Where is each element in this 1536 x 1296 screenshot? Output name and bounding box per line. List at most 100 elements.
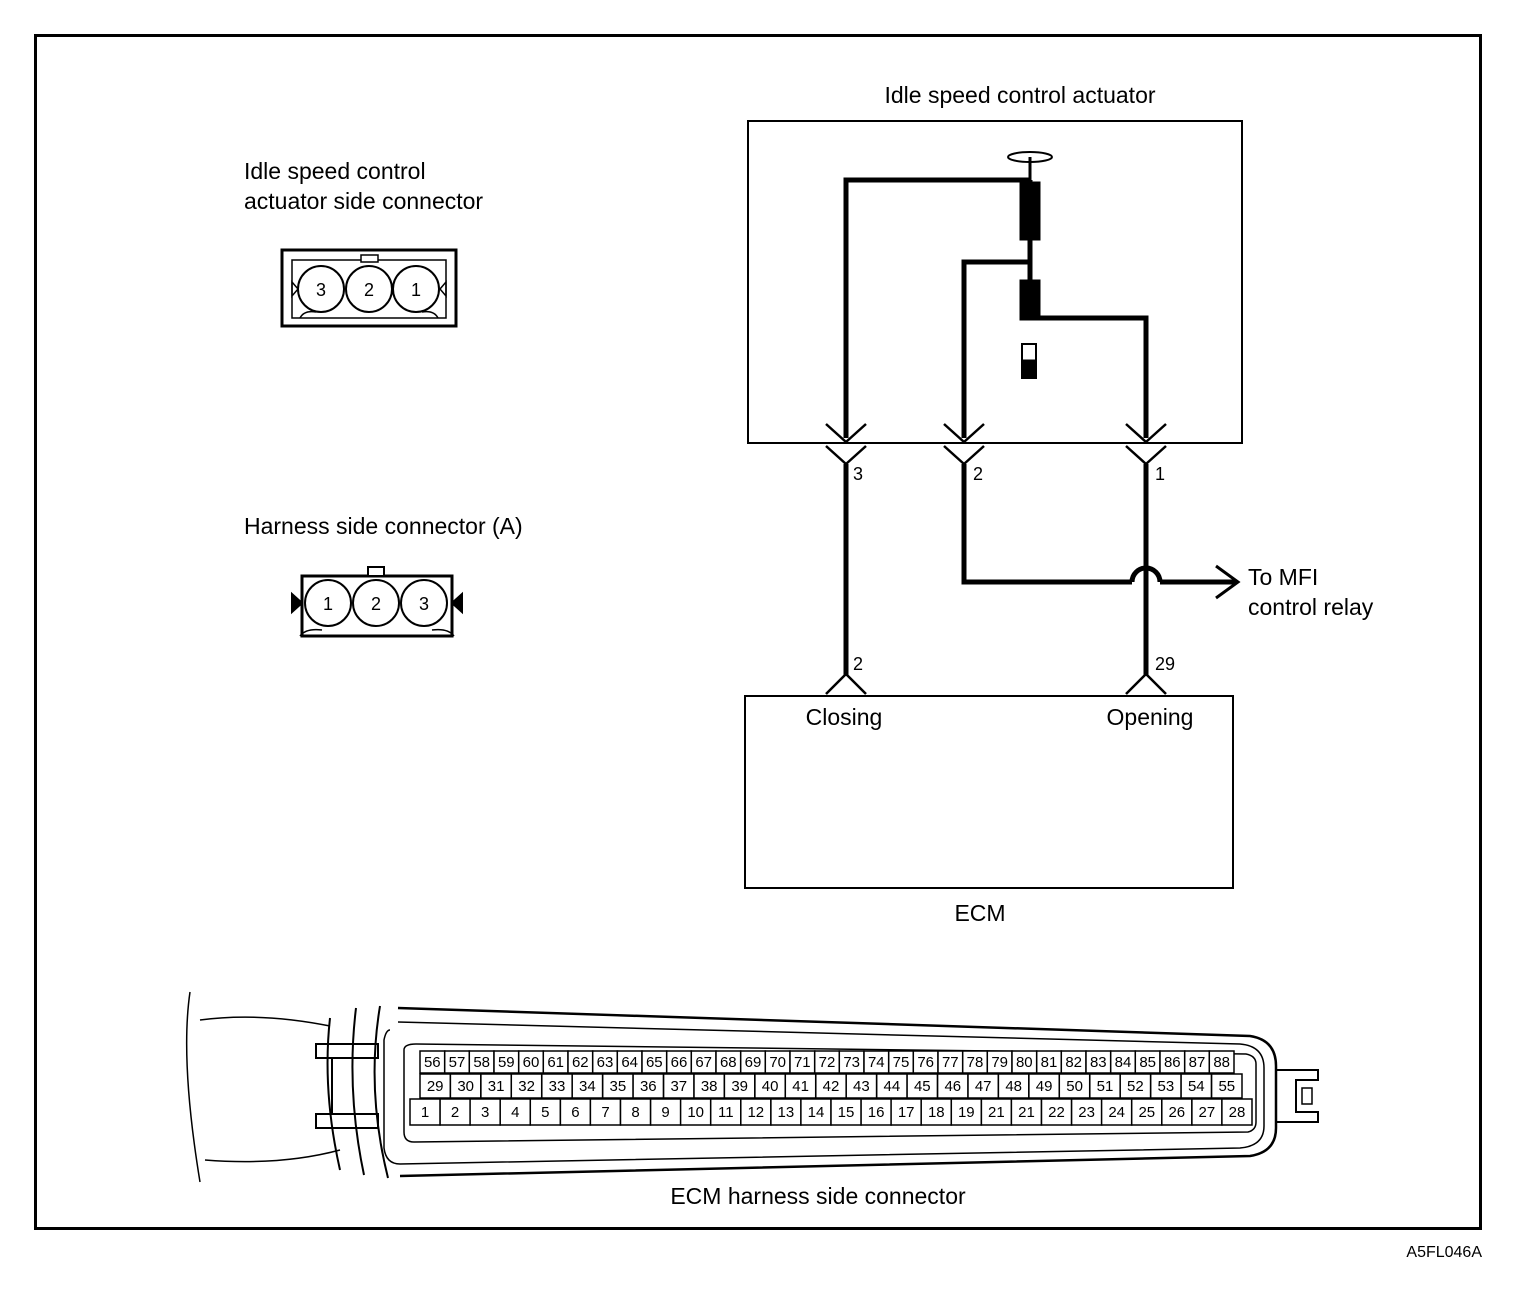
ecm-pin-label: 4 bbox=[511, 1104, 519, 1121]
ecm-pin-label: 3 bbox=[481, 1104, 489, 1121]
ecm-pin-label: 28 bbox=[1229, 1104, 1246, 1121]
ecm-pin-cell bbox=[1100, 1098, 1133, 1126]
ecm-pin-cell bbox=[967, 1073, 1000, 1099]
ecm-pin-label: 87 bbox=[1189, 1054, 1206, 1071]
ecm-pin-cell bbox=[815, 1073, 847, 1099]
ecm-pin-label: 61 bbox=[547, 1054, 564, 1071]
ecm-pin-cell bbox=[830, 1098, 862, 1126]
ecm-pin-label: 73 bbox=[843, 1054, 860, 1071]
ecm-pin-label: 14 bbox=[808, 1104, 825, 1121]
ecm-pin-label: 37 bbox=[670, 1078, 687, 1095]
ecm-pin-cell bbox=[480, 1073, 513, 1099]
ecm-pin-cell bbox=[950, 1098, 983, 1126]
ecm-pin-label: 48 bbox=[1005, 1078, 1022, 1095]
ecm-pin-cell bbox=[632, 1073, 665, 1099]
opening-label: Opening bbox=[1106, 704, 1194, 730]
to-mfi-label-2: control relay bbox=[1248, 594, 1374, 620]
ecm-pin-cell bbox=[860, 1098, 892, 1126]
ecm-pin-label: 77 bbox=[942, 1054, 959, 1071]
ecm-pin-label: 79 bbox=[991, 1054, 1008, 1071]
ecm-pin-cell bbox=[1058, 1073, 1091, 1099]
ecm-pin-label: 18 bbox=[928, 1104, 945, 1121]
ecm-pin-label: 58 bbox=[473, 1054, 490, 1071]
external-wiring bbox=[843, 464, 1236, 676]
harness-connector-pin-label: 1 bbox=[323, 594, 333, 614]
actuator-box bbox=[747, 120, 1243, 444]
ecm-pin-label: 46 bbox=[944, 1078, 961, 1095]
harness-connector-pin-label: 3 bbox=[419, 594, 429, 614]
ecm-pin-label: 16 bbox=[868, 1104, 885, 1121]
to-mfi-arrow bbox=[1215, 564, 1241, 600]
ecm-pin-label: 7 bbox=[601, 1104, 609, 1121]
harness-side-connector-a bbox=[291, 566, 463, 638]
ecm-pin-label: 39 bbox=[731, 1078, 748, 1095]
ecm-pin-cell bbox=[1028, 1073, 1061, 1099]
harness-connector-pin-label: 2 bbox=[371, 594, 381, 614]
ecm-pin-label: 10 bbox=[687, 1104, 704, 1121]
ecm-pin-label: 67 bbox=[695, 1054, 712, 1071]
ecm-pin-label: 36 bbox=[640, 1078, 657, 1095]
actuator-terminal-2-label: 2 bbox=[973, 464, 983, 484]
ecm-pin-cell bbox=[709, 1098, 742, 1126]
ecm-pin-label: 82 bbox=[1065, 1054, 1082, 1071]
ecm-pin-label: 19 bbox=[958, 1104, 975, 1121]
ecm-pin-label: 64 bbox=[621, 1054, 638, 1071]
ecm-pin-label: 12 bbox=[747, 1104, 764, 1121]
actuator-side-connector-label-2: actuator side connector bbox=[244, 188, 484, 214]
ecm-pin-label: 71 bbox=[794, 1054, 811, 1071]
ecm-pin-label: 76 bbox=[917, 1054, 934, 1071]
ecm-pin-label: 47 bbox=[975, 1078, 992, 1095]
ecm-pin-label: 1 bbox=[421, 1104, 429, 1121]
ecm-pin-cell bbox=[920, 1098, 953, 1126]
ecm-pin-cell bbox=[1180, 1073, 1213, 1099]
actuator-connector-pin-label: 3 bbox=[316, 280, 326, 300]
figure-id: A5FL046A bbox=[1406, 1244, 1482, 1261]
to-mfi-label-1: To MFI bbox=[1248, 564, 1319, 590]
harness-connector-pin-3 bbox=[400, 579, 448, 627]
ecm-pin-label: 81 bbox=[1041, 1054, 1058, 1071]
ecm-pin-label: 9 bbox=[661, 1104, 669, 1121]
actuator-connector-pin-3 bbox=[297, 265, 345, 313]
ecm-pin-cell bbox=[980, 1098, 1013, 1126]
ecm-pin-label: 5 bbox=[541, 1104, 549, 1121]
ecm-pin-cell bbox=[601, 1073, 634, 1099]
ecm-pin-label: 57 bbox=[449, 1054, 466, 1071]
ecm-pin-cell bbox=[1089, 1073, 1121, 1099]
ecm-pin-label: 85 bbox=[1139, 1054, 1156, 1071]
actuator-title: Idle speed control actuator bbox=[884, 82, 1156, 108]
ecm-pin-cell bbox=[469, 1098, 501, 1126]
ecm-closing-terminal-label: 2 bbox=[853, 654, 863, 674]
actuator-terminal-3-label: 3 bbox=[853, 464, 863, 484]
ecm-pin-cell bbox=[1221, 1098, 1253, 1126]
ecm-pin-label: 21 bbox=[988, 1104, 1005, 1121]
ecm-pin-label: 62 bbox=[572, 1054, 589, 1071]
ecm-pin-label: 86 bbox=[1164, 1054, 1181, 1071]
actuator-terminal-1-label: 1 bbox=[1155, 464, 1165, 484]
ecm-pin-label: 84 bbox=[1115, 1054, 1132, 1071]
ecm-pin-cell bbox=[1210, 1073, 1243, 1099]
ecm-pin-cell bbox=[679, 1098, 712, 1126]
actuator-terminal-marks bbox=[825, 423, 1167, 466]
ecm-pin-label: 2 bbox=[451, 1104, 459, 1121]
ecm-pin-label: 45 bbox=[914, 1078, 931, 1095]
ecm-pin-label: 70 bbox=[769, 1054, 786, 1071]
ecm-pin-label: 66 bbox=[671, 1054, 688, 1071]
ecm-pin-label: 63 bbox=[597, 1054, 614, 1071]
ecm-pin-label: 74 bbox=[868, 1054, 885, 1071]
ecm-pin-cell bbox=[1119, 1073, 1152, 1099]
ecm-pin-cell bbox=[845, 1073, 878, 1099]
ecm-pin-cell bbox=[619, 1098, 652, 1126]
ecm-pin-label: 43 bbox=[853, 1078, 870, 1095]
ecm-pin-label: 44 bbox=[884, 1078, 901, 1095]
actuator-connector-pin-1 bbox=[392, 265, 440, 313]
ecm-pin-label: 54 bbox=[1188, 1078, 1205, 1095]
ecm-pin-label: 11 bbox=[718, 1104, 734, 1121]
ecm-pin-label: 27 bbox=[1199, 1104, 1216, 1121]
ecm-pin-label: 34 bbox=[579, 1078, 596, 1095]
ecm-label: ECM bbox=[954, 900, 1006, 926]
ecm-pin-cell bbox=[419, 1073, 452, 1099]
ecm-pin-cell bbox=[723, 1073, 756, 1099]
ecm-pin-cell bbox=[1191, 1098, 1223, 1126]
ecm-pin-label: 23 bbox=[1078, 1104, 1095, 1121]
